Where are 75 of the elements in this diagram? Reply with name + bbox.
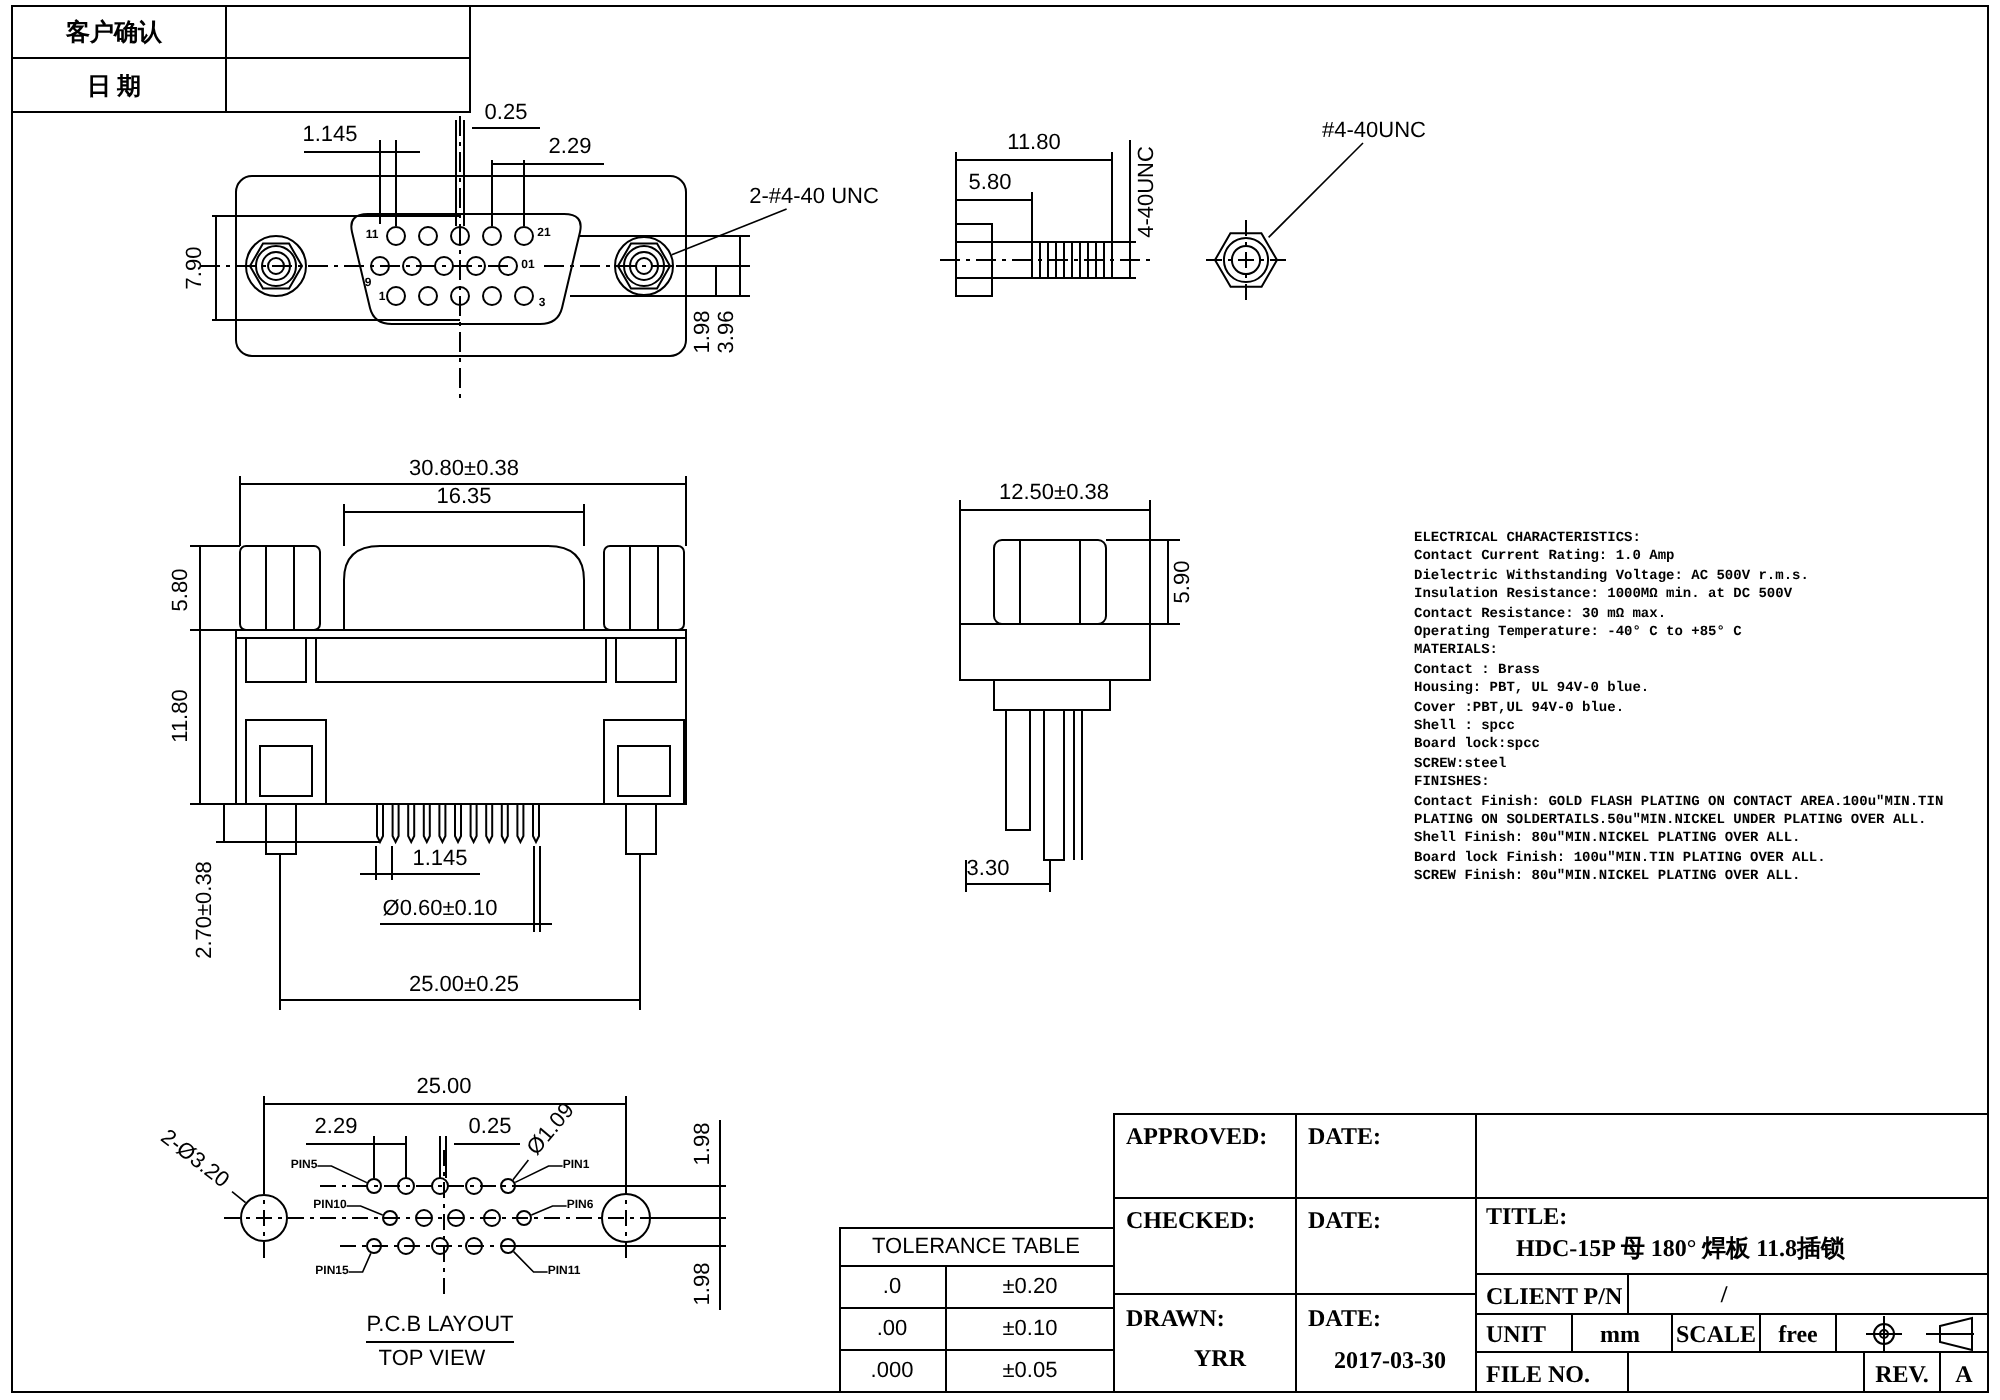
screw-hole-symbol xyxy=(614,236,674,296)
drawing-title: HDC-15P 母 180° 焊板 11.8插锁 xyxy=(1516,1236,1845,1260)
field-label: DRAWN: xyxy=(1126,1306,1225,1330)
pin-hole xyxy=(516,1210,532,1226)
table-header: TOLERANCE TABLE xyxy=(872,1237,1080,1259)
dimension-label: 11.80 xyxy=(171,689,193,743)
field-value: 2017-03-30 xyxy=(1334,1348,1446,1372)
dimension-label: 1.145 xyxy=(412,849,468,871)
pin-hole xyxy=(500,1238,516,1254)
field-label: CHECKED: xyxy=(1126,1208,1256,1232)
dimension-label: 2.29 xyxy=(548,137,592,159)
field-label: CLIENT P/N xyxy=(1486,1284,1623,1308)
leader-line xyxy=(514,1165,564,1184)
dimension-label: 11.80 xyxy=(1007,133,1061,155)
field-value: free xyxy=(1778,1322,1818,1346)
field-label: SCALE xyxy=(1676,1322,1756,1346)
table-label: 日 期 xyxy=(87,74,141,98)
dimension-label: 1.98 xyxy=(693,1262,715,1306)
leader-line xyxy=(347,1252,372,1273)
dimension-label: 5.80 xyxy=(968,173,1012,195)
dimension-label: 3.96 xyxy=(717,310,739,354)
dimension-label: 7.90 xyxy=(185,246,207,290)
table-cell: ±0.20 xyxy=(1002,1277,1058,1299)
field-value: / xyxy=(1720,1282,1728,1306)
mounting-hole xyxy=(240,1194,288,1242)
dimension-label: 12.50±0.38 xyxy=(999,483,1109,505)
field-value: YRR xyxy=(1194,1346,1246,1370)
field-label: DATE: xyxy=(1308,1124,1381,1148)
dimension-label: 0.25 xyxy=(484,103,528,125)
dimension-label: 25.00±0.25 xyxy=(409,975,519,997)
table-cell: ±0.05 xyxy=(1002,1361,1058,1383)
dimension-label: 1.98 xyxy=(693,310,715,354)
dimension-label: 1.98 xyxy=(693,1122,715,1166)
leader-line xyxy=(231,1190,247,1204)
table-cell: ±0.10 xyxy=(1002,1319,1058,1341)
table-cell: .000 xyxy=(870,1361,914,1383)
pin-hole xyxy=(382,1210,398,1226)
leader-line xyxy=(512,1250,549,1273)
dimension-label: 1.145 xyxy=(302,125,358,147)
table-label: 客户确认 xyxy=(66,20,162,44)
table-cell: .00 xyxy=(876,1319,908,1341)
dimension-label: 3.30 xyxy=(966,859,1010,881)
dimension-label: 25.00 xyxy=(416,1077,472,1099)
pin-hole xyxy=(366,1238,382,1254)
field-label: FILE NO. xyxy=(1486,1362,1591,1386)
field-value: mm xyxy=(1600,1322,1640,1346)
leader-line xyxy=(530,1205,568,1216)
leader-label: #4-40UNC xyxy=(1322,121,1426,143)
dimension-label: 5.80 xyxy=(171,568,193,612)
field-value: A xyxy=(1955,1362,1973,1386)
dimension-label: 2.29 xyxy=(314,1117,358,1139)
field-label: APPROVED: xyxy=(1126,1124,1268,1148)
leader-line xyxy=(512,1159,530,1181)
field-label: UNIT xyxy=(1486,1322,1547,1346)
pin-hole xyxy=(500,1178,516,1194)
dimension-label: 4-40UNC xyxy=(1137,146,1159,238)
field-label: TITLE: xyxy=(1486,1204,1568,1228)
dimension-label: 2.70±0.38 xyxy=(195,861,217,959)
pin-hole xyxy=(366,1178,382,1194)
view-caption: TOP VIEW xyxy=(378,1349,486,1371)
leader-line xyxy=(671,208,788,256)
leader-line xyxy=(345,1205,384,1216)
table-cell: .0 xyxy=(882,1277,902,1299)
leader-line xyxy=(316,1165,368,1184)
dimension-label: 16.35 xyxy=(436,487,492,509)
leader-label: 2-#4-40 UNC xyxy=(749,187,879,209)
dimension-label: 0.25 xyxy=(468,1117,512,1139)
dimension-label: Ø0.60±0.10 xyxy=(382,899,498,921)
leader-line xyxy=(1267,142,1364,239)
dimension-label: 5.90 xyxy=(1173,560,1195,604)
dimension-label: 30.80±0.38 xyxy=(409,459,519,481)
field-label: REV. xyxy=(1875,1362,1929,1386)
view-caption: P.C.B LAYOUT xyxy=(366,1315,514,1337)
field-label: DATE: xyxy=(1308,1208,1381,1232)
field-label: DATE: xyxy=(1308,1306,1381,1330)
